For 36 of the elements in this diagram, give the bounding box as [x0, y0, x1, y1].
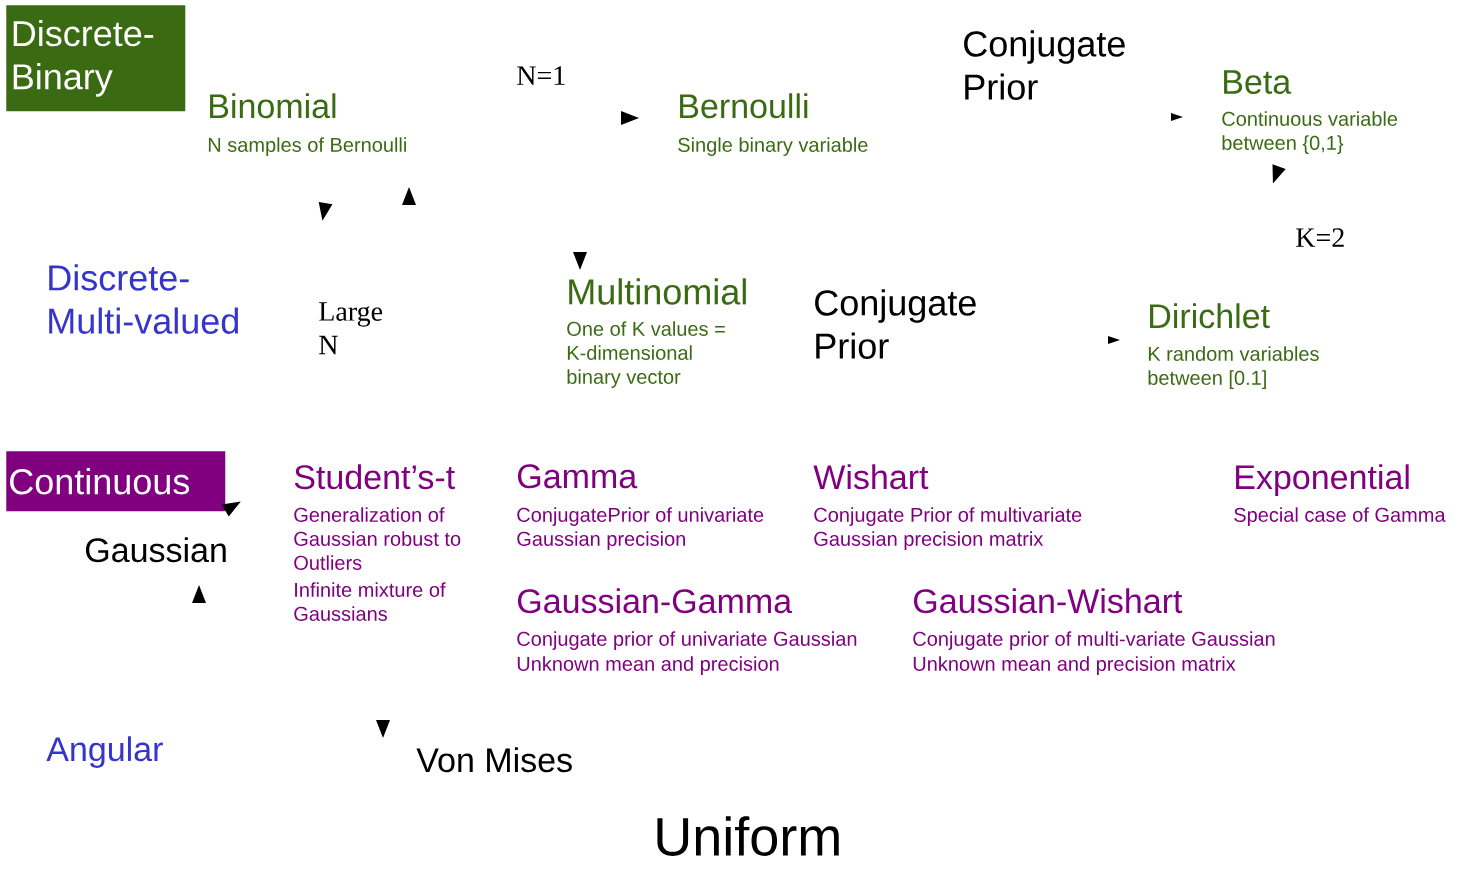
- distribution-name: Dirichlet: [1150, 303, 1270, 329]
- distribution-name: Multinomial: [569, 278, 746, 305]
- distribution-name: Gamma: [518, 464, 638, 489]
- category-box: Continuous: [6, 451, 226, 512]
- description-text: Special case of Gamma: [1234, 507, 1446, 526]
- distribution-name: Beta: [1224, 70, 1292, 94]
- description-text: Conjugate Prior of multivariate Gaussian precision matrix: [814, 507, 1082, 550]
- distribution-name: Bernoulli: [680, 93, 808, 119]
- description-text: Conjugate prior of univariate Gaussian: [517, 631, 857, 650]
- description-text: Generalization of Gaussian robust to Outliers: [294, 507, 461, 570]
- distribution-name: Von Mises: [416, 747, 572, 773]
- description-text: ConjugatePrior of univariate Gaussian precision: [517, 507, 764, 550]
- description-text: One of K values = K-dimensional binary vector: [567, 321, 725, 388]
- distribution-name: Student’s-t: [294, 464, 455, 490]
- relation-label: Conjugate Prior: [964, 30, 1125, 100]
- distribution-name: Uniform: [657, 816, 839, 856]
- description-text: N samples of Bernoulli: [208, 137, 406, 156]
- distribution-name: Gaussian-Gamma: [518, 588, 793, 614]
- description-text: Continuous variable between {0,1}: [1222, 111, 1398, 154]
- description-text: Conjugate prior of multi-variate Gaussian: [913, 631, 1275, 650]
- distribution-name: Gaussian-Wishart: [914, 588, 1183, 614]
- description-text: Infinite mixture of Gaussians: [294, 582, 446, 621]
- description-text: K random variables between [0.1]: [1148, 346, 1319, 389]
- distribution-name: Binomial: [210, 93, 336, 119]
- description-text: Unknown mean and precision matrix: [913, 656, 1236, 675]
- distribution-name: Exponential: [1236, 464, 1409, 496]
- description-text: Unknown mean and precision: [517, 656, 779, 675]
- condition-label: N=1: [517, 66, 565, 85]
- distribution-name: Wishart: [813, 464, 929, 490]
- category-label: Angular: [46, 736, 163, 768]
- category-box: Discrete-Binary: [6, 5, 186, 112]
- category-label: Discrete-Multi-valued: [49, 264, 238, 334]
- relation-label: Conjugate Prior: [815, 289, 976, 359]
- condition-label: Large N: [319, 302, 383, 355]
- condition-label: K=2: [1296, 228, 1344, 247]
- description-text: Single binary variable: [678, 137, 868, 156]
